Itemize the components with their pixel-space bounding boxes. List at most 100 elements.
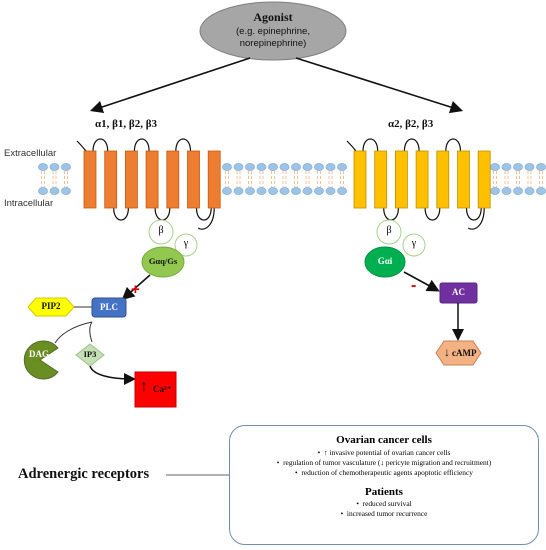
right-g-alpha-label: Gαi [377, 256, 393, 266]
agonist-to-left-arrow [89, 57, 251, 114]
lipid-head [49, 163, 60, 171]
transmembrane-helix [394, 150, 408, 209]
left-g-beta-circle [148, 219, 174, 245]
extracellular-loop [362, 138, 379, 152]
ovarian-effects-list: • ↑ invasive potential of ovarian cancer… [230, 448, 538, 478]
lipid-head [268, 163, 278, 171]
camp-down-arrow: ↓ [444, 345, 450, 359]
transmembrane-helix [457, 150, 470, 209]
pip2-label: PIP2 [41, 301, 61, 311]
lipid-head [38, 187, 48, 195]
lipid-head [325, 163, 336, 171]
lipid-head [302, 187, 313, 195]
extracellular-loop [133, 138, 150, 152]
plc-label: PLC [100, 302, 118, 312]
extracellular-loop [92, 138, 109, 152]
bullet: • [276, 458, 280, 467]
left-g-gamma-label: γ [183, 238, 189, 249]
plc-split-curve [54, 321, 93, 344]
right-g-gamma-circle [402, 233, 426, 257]
lipid-head [536, 187, 546, 195]
lipid-head [49, 187, 60, 195]
transmembrane-helix [187, 150, 200, 209]
ovarian-title: Ovarian cancer cells [336, 434, 432, 446]
plc-split-curve-ip3 [89, 321, 93, 343]
lipid-head [61, 163, 71, 171]
patient-effect-item: • increased tumor recurrence [340, 509, 428, 518]
camp-label: cAMP [452, 348, 477, 358]
lipid-head [501, 163, 512, 171]
extracellular-loop [175, 138, 192, 152]
transmembrane-helix [104, 150, 118, 209]
dag-shape [23, 340, 59, 380]
ca-label: Ca²⁺ [153, 384, 172, 394]
agonist-ellipse [199, 1, 347, 61]
receptor-left-7tm [76, 138, 221, 230]
lipid-head [524, 187, 535, 195]
left-g-beta-label: β [158, 225, 164, 236]
agonist-to-right-arrow [295, 57, 464, 114]
patient-effect-item: • reduced survival [356, 499, 412, 508]
transmembrane-helix [207, 150, 221, 209]
left-g-gamma-circle [174, 233, 198, 257]
lipid-head [222, 187, 232, 195]
lipid-head [302, 163, 313, 171]
receptor-n-terminus [76, 140, 87, 152]
minus-sign: - [411, 277, 417, 294]
patients-title: Patients [365, 486, 403, 498]
transmembrane-helix [83, 150, 97, 209]
intracellular-loop [195, 207, 212, 221]
galpha-to-plc-arrow [121, 274, 151, 301]
lipid-head [536, 163, 546, 171]
lipid-head [268, 187, 278, 195]
extracellular-loop [403, 138, 420, 152]
ca-up-arrow: ↑ [140, 378, 148, 395]
right-g-alpha-ellipse [364, 246, 406, 278]
lipid-head [245, 163, 255, 171]
adrenergic-receptors-label: Adrenergic receptors [18, 466, 150, 482]
ip3-to-ca-arrow [89, 365, 136, 385]
bullet: • [340, 509, 344, 518]
left-receptor-label: α1, β1, β2, β3 [95, 118, 158, 130]
transmembrane-helix [353, 150, 367, 209]
ovarian-effect-item: • ↑ invasive potential of ovarian cancer… [317, 448, 451, 457]
intracellular-loop [383, 207, 399, 221]
ip3-label: IP3 [83, 349, 97, 359]
dag-label: DAG [29, 349, 49, 359]
lipid-head [501, 187, 512, 195]
lipid-head [524, 163, 535, 171]
left-g-alpha-label: Gαq/Gs [148, 256, 178, 266]
lipid-head [490, 163, 500, 171]
transmembrane-helix [415, 150, 429, 209]
lipid-head [513, 187, 523, 195]
intracellular-label: Intracellular [4, 198, 54, 209]
ovarian-effect-item: • reduction of chemotherapeutic agents a… [295, 468, 473, 477]
extracellular-label: Extracellular [4, 148, 57, 159]
lipid-head [245, 187, 255, 195]
lipid-head [222, 163, 232, 171]
lipid-head [325, 187, 336, 195]
intracellular-loop [113, 207, 129, 221]
agonist-title: Agonist [253, 10, 293, 24]
intracellular-loop [465, 207, 482, 221]
patients-effects-list: • reduced survival • increased tumor rec… [230, 499, 538, 519]
lipid-head [256, 163, 267, 171]
lipid-head [61, 187, 71, 195]
ovarian-effect-item: • regulation of tumor vasculature (↓ per… [276, 458, 492, 467]
lipid-head [291, 187, 301, 195]
agonist-subtitle-1: (e.g. epinephrine, [236, 26, 310, 37]
galpha-to-ac-arrow [403, 271, 440, 292]
pip2-hexagon [27, 297, 75, 317]
lipid-head [233, 163, 244, 171]
transmembrane-helix [477, 150, 491, 209]
left-g-alpha-ellipse [141, 246, 185, 278]
lipid-head [490, 187, 500, 195]
intracellular-loop [154, 207, 171, 221]
right-g-beta-circle [376, 219, 402, 245]
plus-sign: + [131, 281, 140, 298]
bullet: • [317, 448, 321, 457]
bullet: • [295, 468, 298, 477]
transmembrane-helix [436, 150, 450, 209]
right-g-gamma-label: γ [411, 238, 417, 249]
